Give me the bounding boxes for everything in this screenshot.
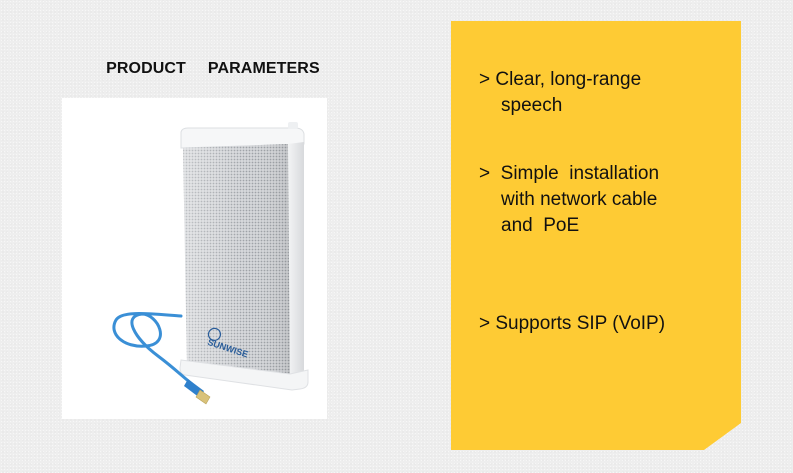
feature-line: > Clear, long-range	[479, 69, 642, 90]
feature-item-sip: > Supports SIP (VoIP)	[479, 311, 665, 337]
speaker-illustration-icon: SUNWISE	[112, 122, 309, 405]
title-parameters: PARAMETERS	[207, 60, 320, 77]
feature-item-installation: > Simple installation with network cable…	[479, 161, 659, 239]
product-photo: SUNWISE	[62, 98, 327, 419]
feature-line: with network cable	[501, 189, 658, 210]
feature-line: and PoE	[501, 215, 580, 236]
feature-item-speech: > Clear, long-range speech	[479, 67, 641, 119]
page-title: PRODUCT PARAMETERS	[97, 42, 320, 78]
title-product: PRODUCT	[106, 60, 186, 77]
feature-line: speech	[501, 95, 563, 116]
feature-line: > Simple installation	[479, 163, 660, 184]
features-panel: > Clear, long-range speech > Simple inst…	[451, 21, 741, 450]
feature-line: > Supports SIP (VoIP)	[479, 313, 666, 334]
